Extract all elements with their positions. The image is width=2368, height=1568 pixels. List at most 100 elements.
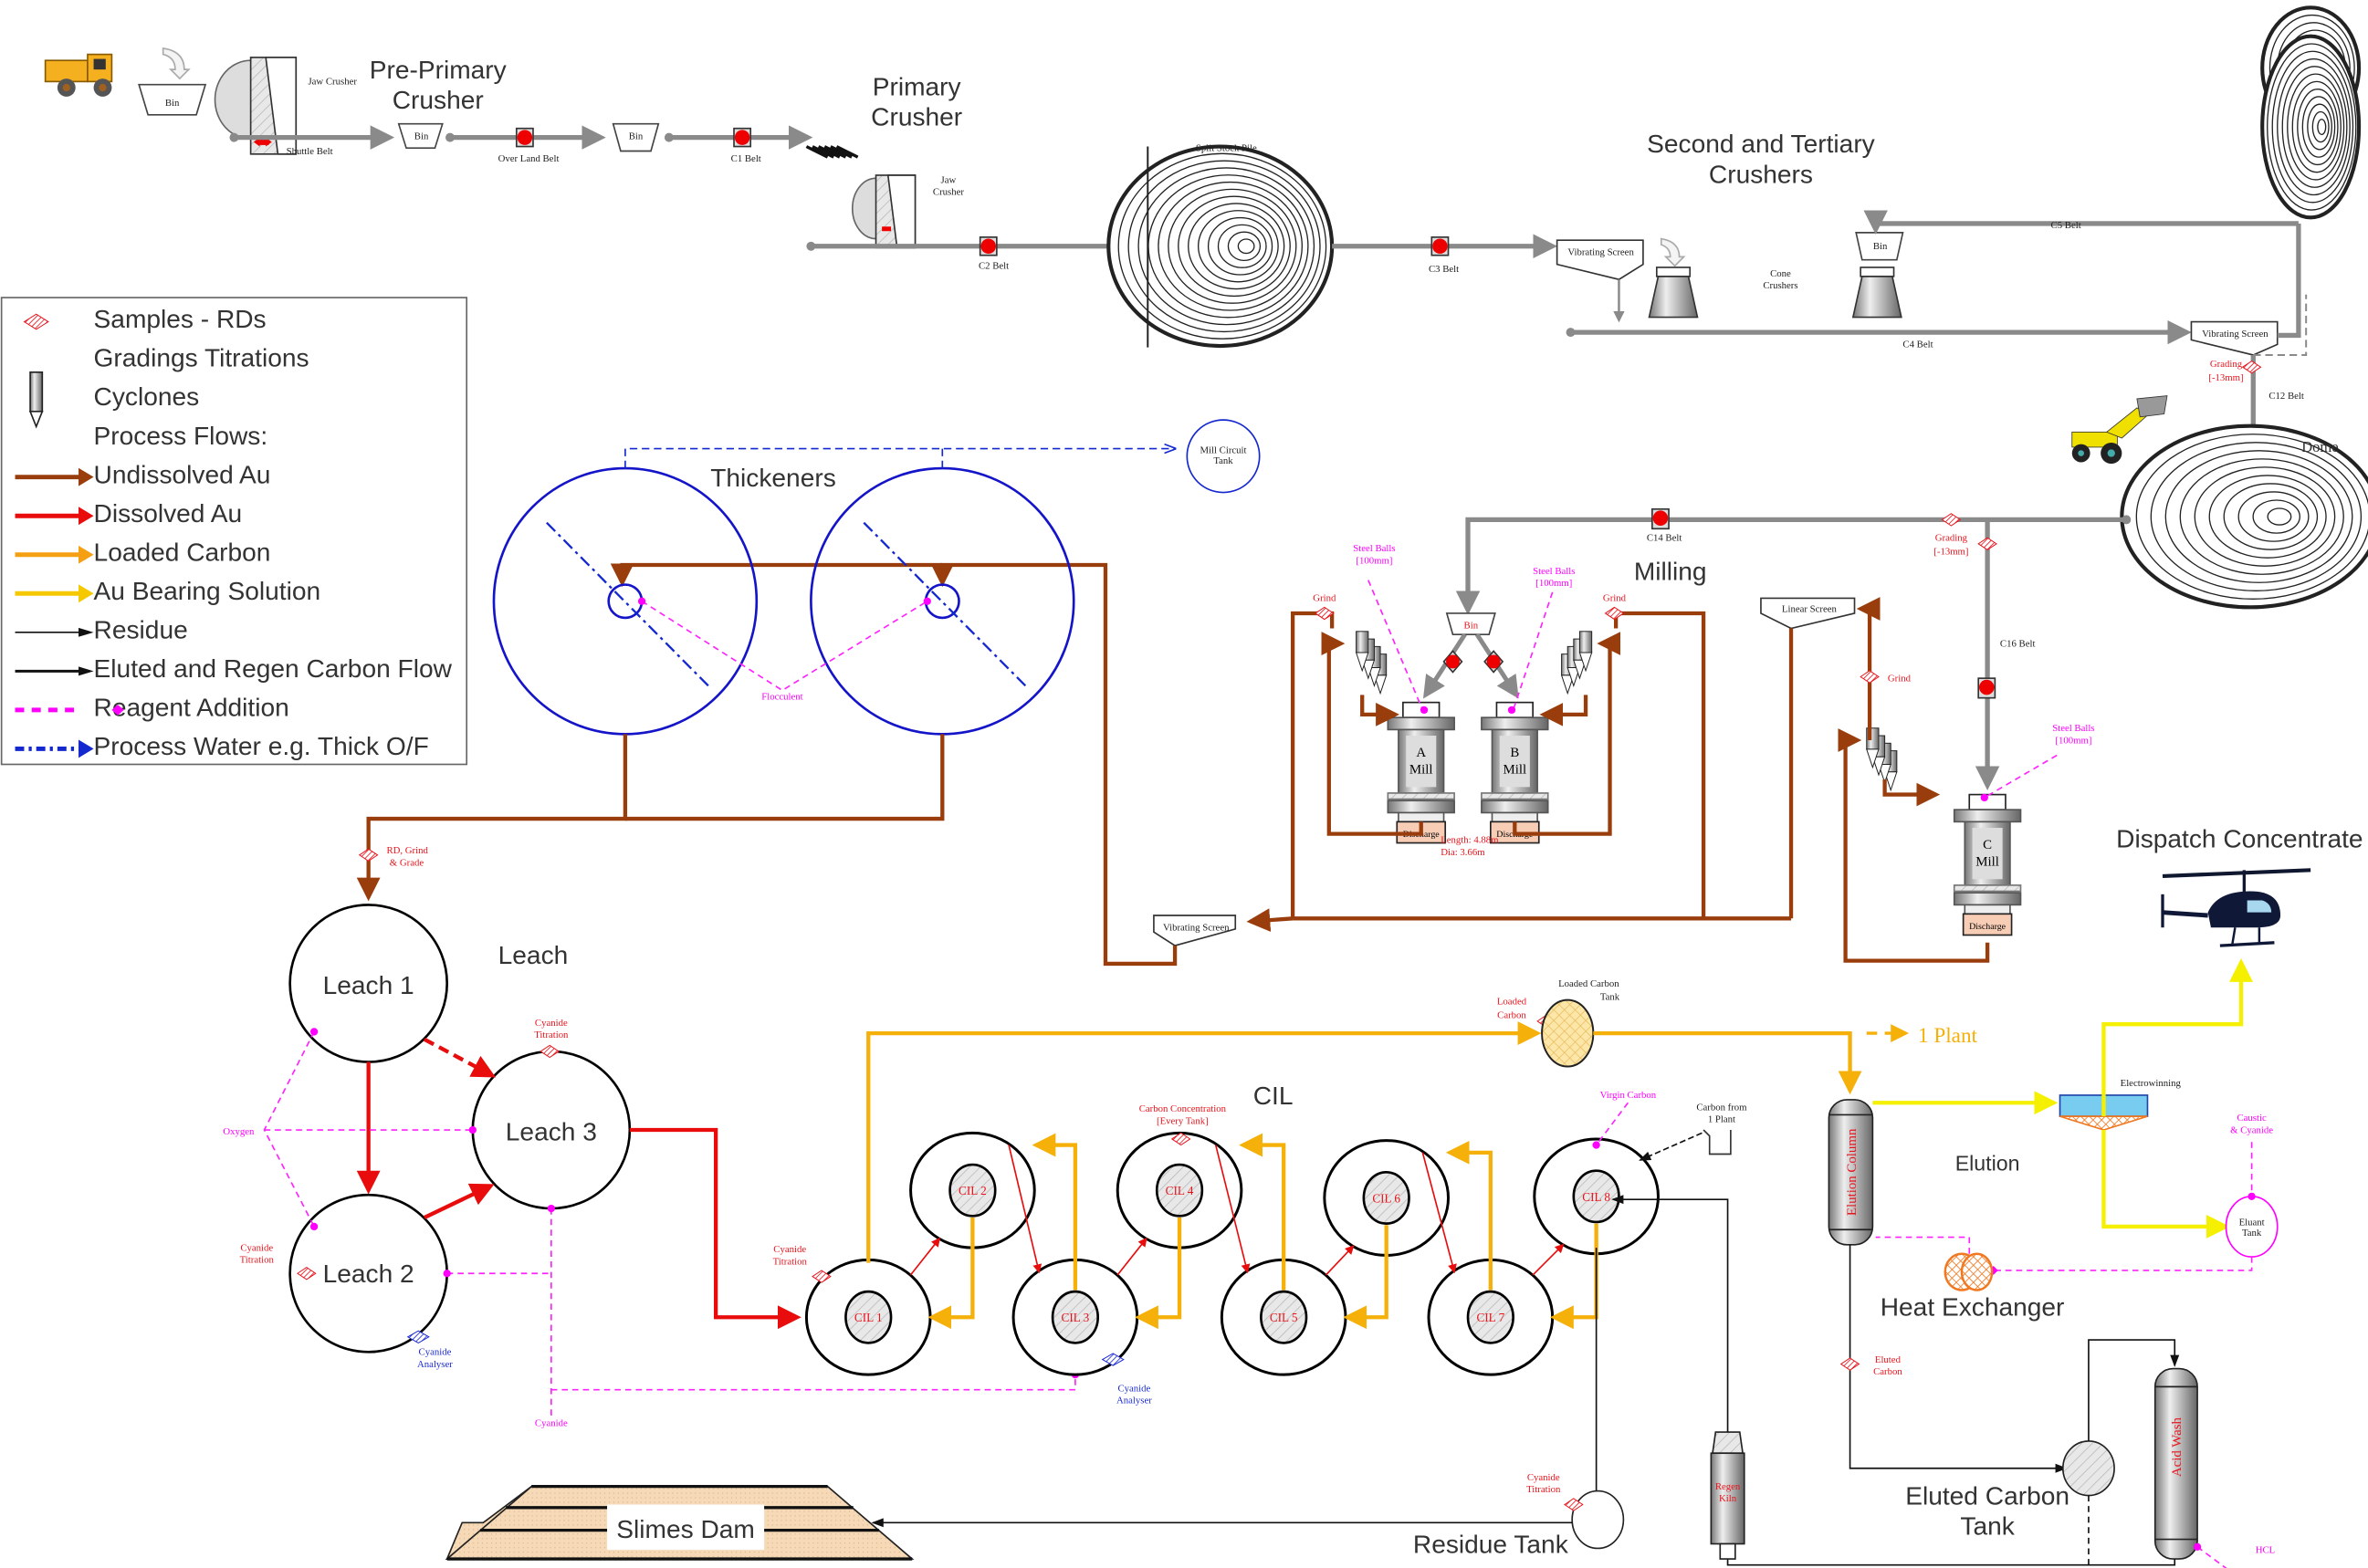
sample-point-icon	[1315, 606, 1335, 621]
cil-tank-2: CIL 2	[909, 1131, 1036, 1249]
svg-text:Analyser: Analyser	[1116, 1396, 1152, 1406]
arrow-orange-icon	[15, 545, 94, 564]
haul-truck-icon	[44, 53, 113, 97]
svg-text:Crushers: Crushers	[1763, 280, 1797, 291]
dump-arrow-icon	[162, 47, 191, 80]
svg-text:Mill: Mill	[1503, 762, 1526, 777]
vibrating-screen-1: Vibrating Screen	[1556, 239, 1644, 281]
svg-text:Carbon: Carbon	[1873, 1366, 1902, 1377]
residue-tank	[1571, 1490, 1625, 1550]
cone-crushers-label: Cone	[1770, 268, 1791, 279]
arrow-thin-black-icon	[15, 627, 94, 637]
carbon-concentration-label: Carbon Concentration	[1139, 1103, 1227, 1114]
grizzly-icon	[805, 145, 859, 159]
bin-4: Bin	[1855, 232, 1904, 261]
split-stock-pile-label: Split Stock Pile	[1196, 143, 1257, 154]
cone-crusher-1	[1648, 267, 1699, 319]
c14-belt	[1455, 517, 2127, 615]
hcl-label: HCL	[2256, 1544, 2275, 1555]
c2-belt-label: C2 Belt	[979, 261, 1009, 272]
svg-text:Reagent Addition: Reagent Addition	[94, 694, 289, 722]
thickener-1	[492, 466, 759, 736]
svg-text:[-13mm]: [-13mm]	[1933, 546, 1968, 557]
legend-item: Cyclones	[28, 371, 199, 429]
svg-text:Leach 1: Leach 1	[323, 971, 414, 999]
svg-text:Analyser: Analyser	[417, 1359, 453, 1370]
svg-text:Mill Circuit: Mill Circuit	[1200, 445, 1246, 456]
vibrating-screen-2: Vibrating Screen	[2190, 320, 2279, 356]
svg-text:Undissolved Au: Undissolved Au	[94, 460, 271, 488]
heat-exchanger	[1944, 1252, 1994, 1291]
legend-item: Dissolved Au	[15, 499, 242, 528]
steel-balls-label-c: Steel Balls	[2052, 723, 2094, 734]
helicopter-icon	[2161, 868, 2311, 947]
oxygen-label: Oxygen	[223, 1126, 255, 1137]
thickener-2	[810, 466, 1075, 736]
sample-point-icon	[540, 1044, 560, 1059]
svg-text:Grading: Grading	[2210, 359, 2243, 370]
grind-label-b: Grind	[1603, 593, 1627, 604]
sample-point-icon	[1860, 670, 1880, 684]
stockpile-top-right-2	[2260, 34, 2362, 220]
legend-item: Reagent Addition	[15, 694, 289, 722]
svg-text:CIL 4: CIL 4	[1166, 1184, 1194, 1197]
sample-point-icon	[1941, 513, 1962, 527]
arrow-dashdot-blue-icon	[15, 739, 94, 758]
arrow-dashed-magenta-icon	[15, 705, 124, 716]
sample-point-icon	[1604, 606, 1625, 621]
legend-item: Au Bearing Solution	[15, 577, 321, 605]
svg-text:[100mm]: [100mm]	[1535, 578, 1572, 589]
sample-point-icon	[1977, 537, 1997, 551]
cil-tank-6: CIL 6	[1323, 1139, 1450, 1257]
svg-text:Bin: Bin	[1873, 241, 1888, 252]
sample-diamond-icon	[23, 313, 49, 330]
sample-point-icon	[1563, 1498, 1584, 1511]
loaded-carbon-tank	[1541, 998, 1595, 1068]
sample-point-icon	[1170, 1132, 1191, 1146]
section-title-primary-line1: Primary	[873, 72, 961, 100]
acid-wash-column: Acid Wash	[2153, 1367, 2198, 1560]
c12-belt-label: C12 Belt	[2268, 391, 2304, 402]
svg-text:Caustic: Caustic	[2237, 1113, 2266, 1124]
svg-text:CIL 6: CIL 6	[1372, 1191, 1400, 1205]
belt-weigher-icon	[1651, 507, 1670, 530]
section-title-elution: Elution	[1955, 1152, 2020, 1176]
cyclone-cluster-b	[1560, 631, 1593, 695]
section-title-residue-tank: Residue Tank	[1413, 1530, 1569, 1558]
svg-text:Eluted: Eluted	[1875, 1354, 1902, 1365]
svg-text:Grading: Grading	[1935, 533, 1968, 544]
svg-text:Titration: Titration	[773, 1256, 808, 1267]
svg-text:CIL 7: CIL 7	[1476, 1311, 1504, 1324]
section-title-primary-line2: Crusher	[871, 102, 962, 131]
slimes-dam: Slimes Dam	[445, 1484, 915, 1561]
svg-text:1 Plant: 1 Plant	[1708, 1114, 1735, 1125]
svg-text:B: B	[1510, 746, 1519, 760]
svg-text:Jaw: Jaw	[941, 174, 957, 185]
sample-point-icon	[812, 1270, 832, 1283]
section-title-pre-primary-line1: Pre-Primary	[370, 56, 507, 84]
cyanide-label: Cyanide	[535, 1417, 568, 1428]
svg-text:Titration: Titration	[240, 1255, 275, 1266]
section-title-cil: CIL	[1253, 1082, 1294, 1110]
linear-screen: Linear Screen	[1760, 597, 1856, 630]
section-title-milling: Milling	[1634, 558, 1707, 586]
svg-text:Bin: Bin	[629, 131, 644, 141]
sample-point-icon	[297, 1267, 317, 1281]
virgin-carbon-label: Virgin Carbon	[1600, 1090, 1657, 1101]
leach-tank-3: Leach 3	[471, 1050, 632, 1210]
leach-tank-2: Leach 2	[288, 1193, 449, 1354]
cyclone-icon	[28, 371, 44, 429]
bin-3: Bin	[612, 122, 660, 152]
svg-text:Leach 3: Leach 3	[506, 1118, 597, 1146]
bin-mill-feed: Bin	[1445, 612, 1496, 635]
c14-belt-label: C14 Belt	[1647, 533, 1682, 544]
legend-item: Gradings Titrations	[94, 344, 309, 372]
svg-text:Cyanide: Cyanide	[1117, 1383, 1150, 1394]
svg-text:Au Bearing Solution: Au Bearing Solution	[94, 577, 321, 605]
steel-balls-label-b: Steel Balls	[1533, 566, 1575, 577]
svg-text:Loaded Carbon: Loaded Carbon	[1558, 978, 1619, 989]
svg-text:Linear Screen: Linear Screen	[1782, 603, 1838, 614]
svg-text:CIL 3: CIL 3	[1062, 1311, 1090, 1324]
svg-text:Residue: Residue	[94, 615, 188, 643]
svg-text:C: C	[1983, 838, 1992, 852]
